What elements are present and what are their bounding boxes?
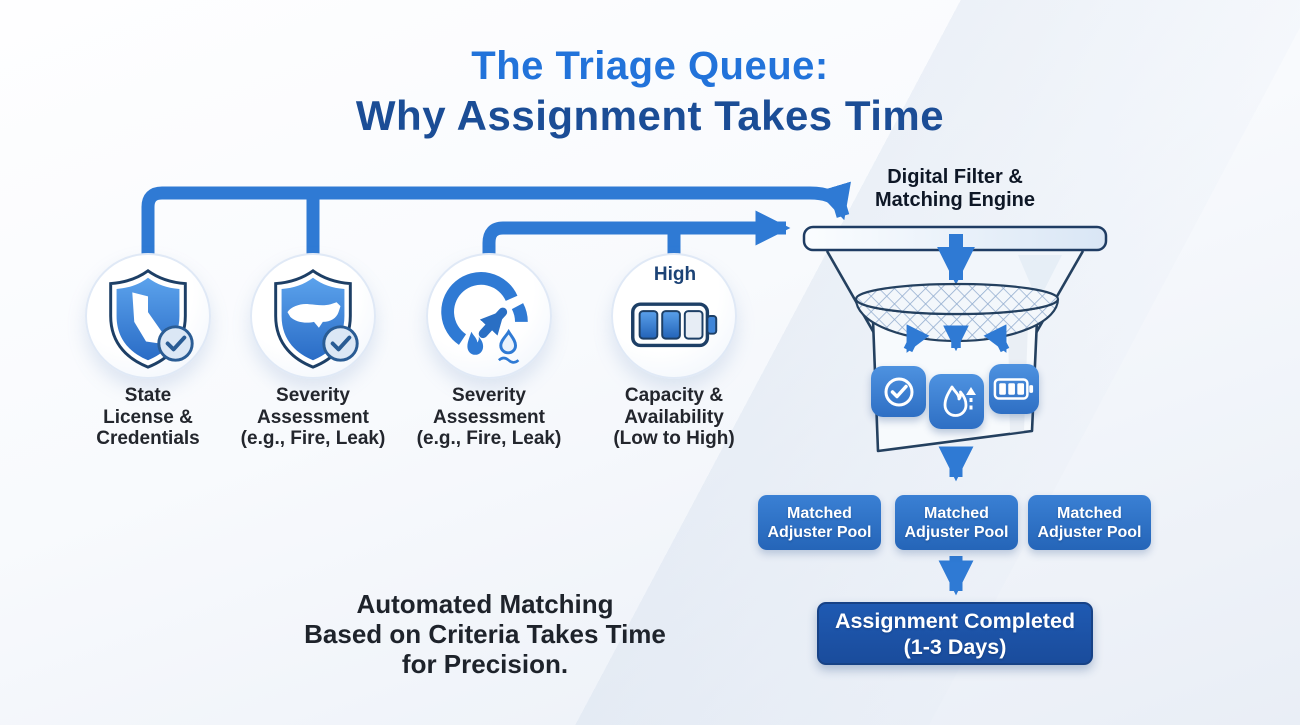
shield-usa-check-icon [274,269,359,369]
battery-terminal [1029,385,1034,393]
criterion-label-capacity: Capacity & Availability (Low to High) [613,385,735,449]
footnote-text: Automated Matching Based on Criteria Tak… [304,589,666,679]
fire-icon [943,385,967,417]
leak-squiggle [497,356,520,364]
up-arrow-head [965,386,976,395]
battery-level-badge: High [653,264,697,285]
severity-gauge-fire-leak-icon [441,272,528,364]
battery-icon [993,378,1034,400]
check-circle-icon [884,377,913,406]
criterion-label-state-license: State License & Credentials [96,385,200,449]
gauge-arc [441,272,518,345]
criterion-circle-capacity [611,253,737,379]
shield-california-check-icon [109,269,194,369]
connector-top-bus [141,181,851,262]
capacity-battery-icon [631,302,718,348]
page-title-line2: Why Assignment Takes Time [355,92,945,139]
gauge-needle [478,307,508,339]
gauge-arc-segment [511,303,528,323]
engine-label: Digital Filter & Matching Engine [875,166,1035,211]
assignment-completed-box: Assignment Completed (1-3 Days) [817,602,1093,665]
criterion-label-severity-1: Severity Assessment (e.g., Fire, Leak) [240,385,386,449]
fire-priority-icon [943,385,976,417]
funnel-cone-left-edge [825,250,876,334]
filter-output-check [871,366,926,417]
matched-pool-box-2: Matched Adjuster Pool [895,495,1018,550]
criterion-label-severity-2: Severity Assessment (e.g., Fire, Leak) [416,385,562,449]
funnel-cone-shade [1018,255,1062,302]
check-mark [330,335,352,352]
usa-map-shape [287,302,341,328]
matched-pool-box-1: Matched Adjuster Pool [758,495,881,550]
connector-lower-bus [482,210,791,262]
criterion-circle-state-license [85,253,211,379]
filter-mesh-rim [854,282,1060,316]
filter-output-capacity [989,364,1039,414]
criterion-circle-severity-shield [250,253,376,379]
check-mark [165,335,187,352]
matched-pool-box-3: Matched Adjuster Pool [1028,495,1151,550]
battery-terminal [706,315,718,335]
filter-output-severity [929,374,984,429]
criterion-circle-severity-gauge [426,253,552,379]
arrow-mesh-right [983,324,1010,353]
fire-icon [467,331,484,355]
page-title-line1: The Triage Queue: [471,44,829,88]
droplet-icon [499,328,517,355]
california-shape [132,292,162,344]
arrow-mesh-left [903,324,930,353]
